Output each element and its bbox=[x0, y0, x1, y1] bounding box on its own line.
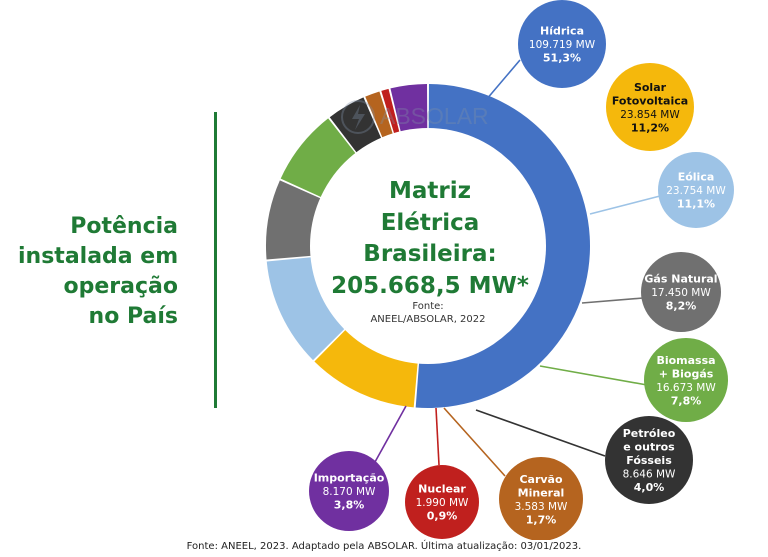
slice-importacao bbox=[390, 84, 428, 138]
callout-name: Solar bbox=[634, 81, 667, 94]
slice-biomassa-biogas bbox=[280, 118, 359, 200]
donut-chart: ABSOLAR Matriz Elétrica Brasileira: 205.… bbox=[266, 0, 734, 540]
side-title-line: Potência bbox=[70, 214, 178, 239]
callout-biomassa-biogas: Biomassa+ Biogás 16.673 MW7,8% bbox=[644, 338, 728, 422]
callout-value: 3.583 MW bbox=[515, 501, 568, 513]
callout-percent: 7,8% bbox=[671, 394, 702, 407]
slice-carvao-mineral bbox=[365, 91, 395, 143]
callout-name: Nuclear bbox=[418, 483, 466, 496]
callout-name: Gás Natural bbox=[644, 273, 717, 286]
footer-source: Fonte: ANEEL, 2023. Adaptado pela ABSOLA… bbox=[186, 541, 582, 552]
watermark-logo: ABSOLAR bbox=[341, 100, 489, 134]
callout-value: 16.673 MW bbox=[656, 382, 716, 394]
leader-line-nuclear bbox=[435, 407, 440, 466]
chart-title-line: Elétrica bbox=[381, 210, 480, 236]
leader-line-importacao bbox=[374, 405, 407, 463]
callout-name: Carvão bbox=[519, 473, 563, 486]
callout-name: Fotovoltaica bbox=[612, 94, 688, 107]
leader-line-gas-natural bbox=[581, 297, 644, 304]
callout-percent: 8,2% bbox=[666, 300, 697, 313]
vertical-divider bbox=[214, 112, 217, 408]
side-title-line: instalada em bbox=[18, 244, 179, 269]
callout-name: + Biogás bbox=[659, 367, 714, 380]
side-title-line: no País bbox=[88, 304, 178, 329]
callout-percent: 3,8% bbox=[334, 499, 365, 512]
slice-hidrica bbox=[415, 84, 590, 408]
callout-name: e outros bbox=[623, 441, 675, 454]
callout-percent: 0,9% bbox=[427, 510, 458, 523]
callout-name: Hídrica bbox=[540, 25, 584, 38]
leader-line-eolica bbox=[589, 195, 661, 215]
callout-bubble bbox=[518, 0, 606, 88]
chart-source-line: ANEEL/ABSOLAR, 2022 bbox=[370, 314, 485, 325]
callout-value: 23.754 MW bbox=[666, 185, 726, 197]
slice-eolica bbox=[266, 256, 349, 361]
callout-value: 109.719 MW bbox=[529, 39, 596, 51]
leader-line-biomassa-biogas bbox=[539, 365, 648, 386]
slice-nuclear bbox=[381, 88, 401, 139]
callout-name: Eólica bbox=[678, 171, 715, 184]
callout-bubble bbox=[658, 152, 734, 228]
callout-percent: 51,3% bbox=[543, 52, 581, 65]
callout-bubble bbox=[405, 465, 479, 539]
slice-petroleo-e-outros-fosseis bbox=[329, 97, 384, 157]
side-title-line: operação bbox=[63, 274, 178, 299]
callout-percent: 4,0% bbox=[634, 481, 665, 494]
callout-percent: 1,7% bbox=[526, 513, 557, 526]
callout-name: Mineral bbox=[518, 486, 565, 499]
chart-title-line: Matriz bbox=[389, 178, 471, 204]
donut-hole bbox=[310, 128, 546, 364]
callout-value: 1.990 MW bbox=[416, 497, 469, 509]
callout-name: Biomassa bbox=[656, 354, 715, 367]
leader-line-petroleo-e-outros-fosseis bbox=[475, 409, 606, 457]
callout-value: 8.170 MW bbox=[323, 486, 376, 498]
callout-percent: 11,1% bbox=[677, 198, 715, 211]
chart-title-line: Brasileira: bbox=[363, 241, 496, 267]
leader-line-hidrica bbox=[485, 59, 521, 101]
side-title: Potência instalada em operação no País bbox=[18, 212, 178, 332]
callout-bubble bbox=[644, 338, 728, 422]
callout-name: Fósseis bbox=[626, 454, 672, 467]
callout-value: 8.646 MW bbox=[623, 469, 676, 481]
callout-bubble bbox=[499, 457, 583, 540]
callout-bubble bbox=[641, 252, 721, 332]
slice-solar-fotovoltaica bbox=[314, 325, 419, 408]
chart-title-line: 205.668,5 MW* bbox=[331, 273, 529, 299]
leader-line-carvao-mineral bbox=[443, 407, 506, 477]
callout-bubble bbox=[606, 63, 694, 151]
callout-percent: 11,2% bbox=[631, 121, 669, 134]
chart-source-line: Fonte: bbox=[412, 301, 443, 312]
callout-value: 17.450 MW bbox=[651, 287, 711, 299]
callout-bubble bbox=[309, 451, 389, 531]
callout-value: 23.854 MW bbox=[620, 109, 680, 121]
callout-name: Importação bbox=[314, 472, 385, 485]
watermark-text: ABSOLAR bbox=[380, 103, 489, 129]
callout-bubble bbox=[605, 416, 693, 504]
callout-name: Petróleo bbox=[623, 427, 676, 440]
